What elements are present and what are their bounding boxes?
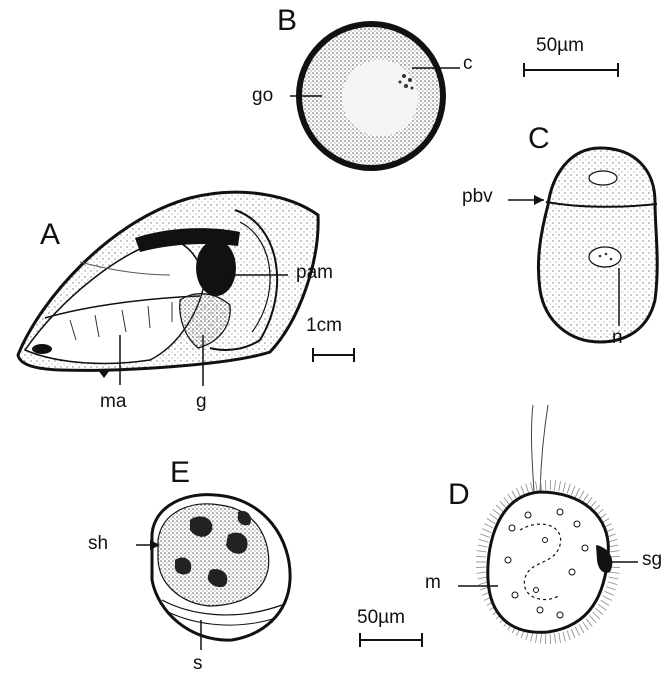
panel-d-cilium (606, 587, 615, 590)
panel-a-muscle (196, 240, 236, 296)
panel-d-cilium (567, 631, 570, 641)
panel-e-scale-bar (360, 633, 422, 647)
panel-d-cilium (567, 484, 570, 494)
panel-d-cilium (521, 486, 525, 495)
panel-d-letter: D (448, 480, 470, 510)
panel-c-label-n: n (612, 328, 623, 347)
panel-d-cilium (596, 608, 604, 614)
panel-d-cilium (583, 494, 589, 502)
panel-d-cilium (493, 509, 501, 515)
panel-d-cilium (531, 482, 533, 492)
panel-d-cilium (478, 545, 488, 547)
panel-d-cilium (487, 519, 496, 524)
panel-c-nucleus (589, 247, 621, 267)
panel-d-cilium (555, 634, 556, 644)
panel-d-cilium (610, 556, 620, 557)
panel-c-label-pbv: pbv (462, 187, 493, 206)
panel-d-label-sg: sg (642, 550, 662, 569)
panel-d-cilium (500, 501, 507, 508)
panel-a-drawing (18, 192, 354, 386)
panel-d-cilium (541, 634, 542, 644)
panel-d-cilium (482, 529, 491, 533)
panel-b-center (342, 60, 418, 136)
panel-d-cilium (563, 482, 565, 492)
panel-d-cilium (559, 633, 561, 643)
panel-c-drawing (508, 148, 657, 342)
panel-d-cilium (575, 488, 579, 497)
panel-c-pbv-arrowhead (534, 195, 544, 205)
panel-d-cilium (504, 497, 510, 505)
panel-a-scale-label: 1cm (306, 316, 342, 335)
panel-a-foot-spot (32, 344, 52, 354)
panel-d-cilium (608, 582, 618, 585)
panel-d-cilium (590, 616, 597, 623)
panel-d-cilium (478, 577, 488, 579)
panel-a-label-ma: ma (100, 392, 126, 411)
panel-e-label-sh: sh (88, 534, 108, 553)
panel-d-cilium (477, 572, 487, 573)
panel-d-cilium (526, 484, 529, 494)
panel-d-cilium (555, 480, 556, 490)
panel-d-cilium (490, 514, 498, 520)
panel-a-label-pam: pam (296, 263, 333, 282)
panel-d-cilium (609, 572, 619, 573)
panel-d-cilium (476, 567, 486, 568)
panel-d-cilium (536, 481, 538, 491)
panel-d-cilium (575, 627, 579, 636)
panel-d-apical-tuft (531, 405, 548, 492)
panel-b-letter: B (277, 6, 297, 36)
panel-d-cilium (603, 596, 612, 601)
panel-d-cilium (476, 556, 486, 557)
panel-e-label-s: s (193, 654, 203, 673)
panel-a-letter: A (40, 220, 60, 250)
panel-e-letter: E (170, 458, 190, 488)
panel-d-cilium (586, 619, 592, 627)
panel-b-scale-bar (524, 63, 618, 77)
panel-d-cilium (571, 629, 575, 638)
panel-d-cilium (516, 488, 520, 497)
panel-d-cilium (563, 632, 565, 642)
panel-d-cilium (479, 539, 489, 542)
panel-d-cilium (559, 481, 561, 491)
panel-d-cilium (512, 491, 517, 500)
panel-d-cilium (605, 591, 614, 595)
panel-d-cilium (480, 534, 489, 537)
panel-d-cilium (601, 600, 610, 605)
panel-d-cilium (508, 494, 514, 502)
panel-d-cilium (536, 633, 538, 643)
panel-a-label-g: g (196, 392, 207, 411)
panel-d-cilium (477, 551, 487, 552)
panel-d-label-m: m (425, 573, 441, 592)
panel-d-cilium (579, 491, 584, 500)
panel-d-cilium (579, 624, 584, 633)
panel-c-top-nucleus (589, 171, 617, 185)
panel-d-cilium (583, 622, 589, 630)
panel-d-cilium (609, 545, 619, 547)
panel-d-cilium (598, 604, 606, 610)
panel-d-cilium (496, 505, 503, 512)
panel-b-scale-label: 50µm (536, 36, 584, 55)
panel-e-scale-label: 50µm (357, 608, 405, 627)
panel-d-cilium (571, 486, 575, 495)
panel-d-drawing (458, 405, 638, 644)
panel-a-bottom-notch (98, 370, 110, 378)
panel-c-letter: C (528, 124, 550, 154)
panel-d-cilium (609, 551, 619, 552)
panel-d-cilium (541, 480, 542, 490)
panel-b-label-c: c (463, 54, 473, 73)
panel-d-cilium (609, 577, 619, 579)
panel-d-cilium (593, 612, 600, 619)
panel-b-label-go: go (252, 86, 273, 105)
panel-a-scale-bar (313, 348, 354, 362)
panel-e-mass (158, 504, 269, 606)
panel-d-cilium (484, 524, 493, 529)
